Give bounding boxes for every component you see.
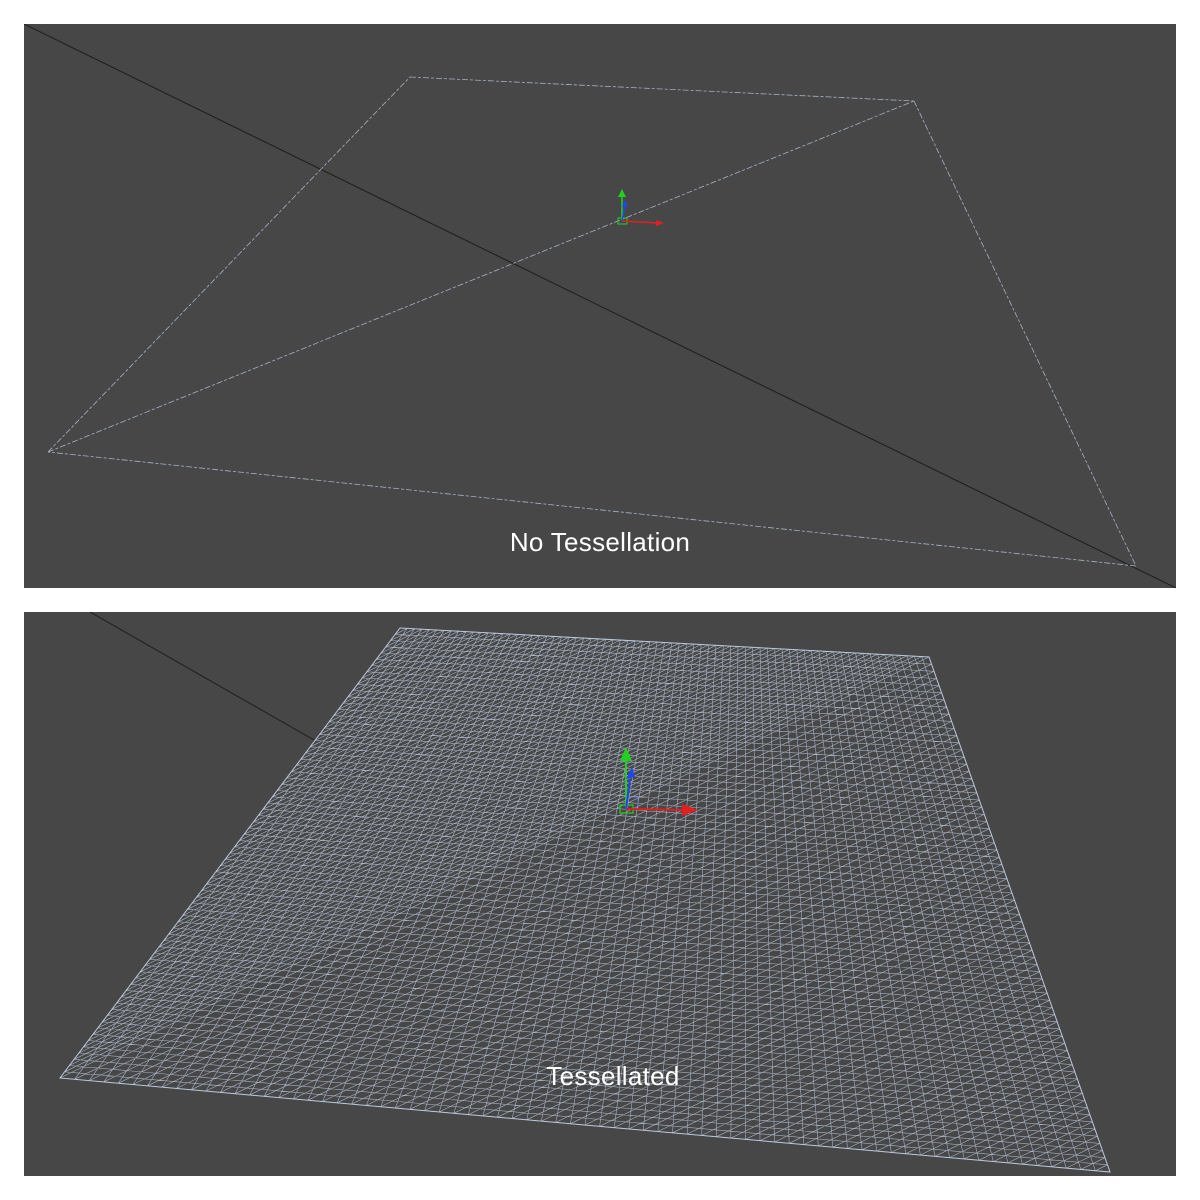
world-axis-line xyxy=(24,24,1176,588)
transform-gizmo-icon[interactable] xyxy=(617,189,664,226)
gizmo-x-axis[interactable] xyxy=(621,220,659,224)
tessellated-mesh[interactable] xyxy=(59,627,1111,1173)
quad-edge-right xyxy=(913,100,1137,567)
viewport-caption: No Tessellation xyxy=(509,527,691,557)
gizmo-x-arrow-icon xyxy=(682,804,698,816)
mesh-outline xyxy=(59,627,1111,1173)
transform-gizmo-icon[interactable] xyxy=(619,747,698,816)
viewport-tessellated[interactable]: Tessellated xyxy=(24,612,1176,1176)
viewport-canvas[interactable] xyxy=(24,24,1176,588)
viewport-caption: Tessellated xyxy=(546,1061,680,1091)
gizmo-x-arrow-icon xyxy=(656,220,664,226)
gizmo-z-arrow-icon xyxy=(626,767,635,779)
viewport-no-tessellation[interactable]: No Tessellation xyxy=(24,24,1176,588)
gizmo-z-axis[interactable] xyxy=(625,778,631,810)
quad-diagonal xyxy=(47,100,915,453)
gizmo-z-arrow-icon xyxy=(622,200,628,207)
quad-edge-top xyxy=(409,76,915,102)
world-axis-line xyxy=(89,612,315,741)
quad-edge-bottom xyxy=(47,451,1137,567)
plane-wireframe[interactable] xyxy=(47,76,1137,567)
gizmo-x-axis[interactable] xyxy=(625,808,685,811)
gizmo-y-arrow-icon xyxy=(620,747,632,761)
gizmo-z-axis[interactable] xyxy=(621,204,626,222)
viewport-canvas[interactable] xyxy=(24,612,1176,1176)
gizmo-y-arrow-icon xyxy=(618,189,626,197)
quad-edge-left xyxy=(47,76,411,453)
